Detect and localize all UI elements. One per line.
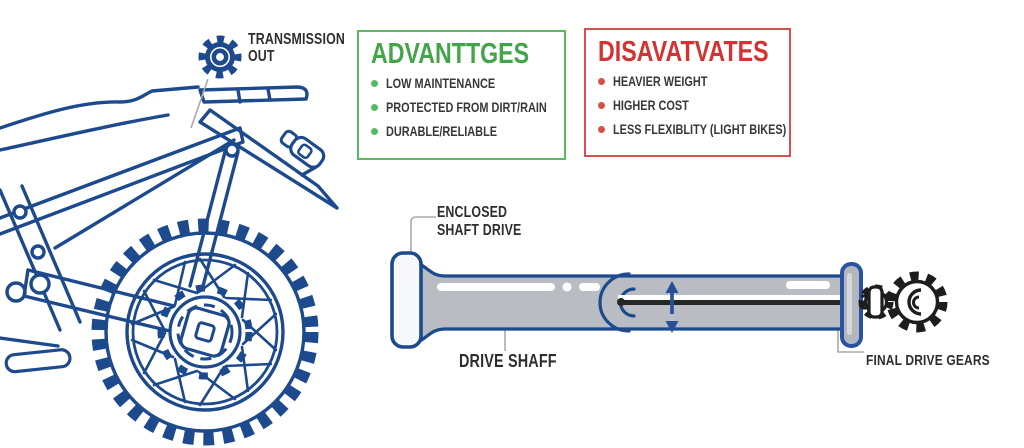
transmission-leader-line xyxy=(190,78,209,129)
subframe-rail xyxy=(0,126,245,236)
advantages-title: ADVANTTGES xyxy=(371,38,530,70)
tail-light xyxy=(279,129,326,169)
shock-absorber xyxy=(188,142,240,292)
advantage-text: LOW MAINTENANCE xyxy=(386,75,496,92)
enclosed-shaft-drive-label: ENCLOSED SHAFT DRIVE xyxy=(437,204,522,239)
disadvantage-text: LESS FLEXIBLITY (LIGHT BIKES) xyxy=(613,121,787,138)
disadvantage-item: HEAVIER WEIGHT xyxy=(598,73,779,89)
transmission-out-label: TRANSMISSION OUT xyxy=(248,31,345,66)
advantage-item: LOW MAINTENANCE xyxy=(371,75,554,91)
disadvantage-item: LESS FLEXIBLITY (LIGHT BIKES) xyxy=(598,121,786,137)
seat-outline xyxy=(0,85,200,130)
final-drive-gears-label: FINAL DRIVE GEARS xyxy=(866,352,990,369)
gear-icon xyxy=(198,35,242,79)
bullet-dot xyxy=(598,101,605,109)
advantages-list: LOW MAINTENANCE PROTECTED FROM DIRT/RAIN… xyxy=(371,75,554,139)
bullet-dot xyxy=(371,103,378,111)
disadvantage-text: HEAVIER WEIGHT xyxy=(613,73,708,90)
frame-brace xyxy=(53,138,236,250)
advantage-item: DURABLE/RELIABLE xyxy=(371,123,554,139)
disadvantages-list: HEAVIER WEIGHT HIGHER COST LESS FLEXIBLI… xyxy=(598,73,786,137)
rear-rack xyxy=(198,85,309,104)
rear-wheel xyxy=(91,218,319,446)
shaft-drive-diagram xyxy=(390,216,948,353)
disadvantage-item: HIGHER COST xyxy=(598,97,779,113)
advantages-box: ADVANTTGES LOW MAINTENANCE PROTECTED FRO… xyxy=(357,30,566,160)
bullet-dot xyxy=(371,127,378,135)
bullet-dot xyxy=(598,77,605,85)
disadvantage-text: HIGHER COST xyxy=(613,97,689,114)
advantage-text: DURABLE/RELIABLE xyxy=(386,123,498,140)
advantage-item: PROTECTED FROM DIRT/RAIN xyxy=(371,99,554,115)
footpeg-lever xyxy=(0,336,72,374)
disadvantages-title: DISAVATVATES xyxy=(598,36,769,68)
frame-plates xyxy=(0,184,82,332)
wheel-hub xyxy=(157,284,253,380)
bullet-dot xyxy=(598,125,605,133)
bullet-dot xyxy=(371,79,378,87)
seat-underline xyxy=(0,113,170,152)
meshed-gears-icon xyxy=(858,271,948,333)
swingarm xyxy=(22,268,176,333)
housing-highlights xyxy=(437,281,830,292)
disadvantages-box: DISAVATVATES HEAVIER WEIGHT HIGHER COST … xyxy=(584,28,791,157)
advantage-text: PROTECTED FROM DIRT/RAIN xyxy=(386,99,547,116)
shaft-right-cap xyxy=(840,262,863,348)
shaft-left-cap xyxy=(390,251,423,349)
up-down-arrow-icon xyxy=(665,281,679,333)
inner-shaft xyxy=(617,295,846,306)
drive-shaft-label: DRIVE SHAFF xyxy=(459,351,557,371)
motorcycle-illustration xyxy=(0,78,339,446)
